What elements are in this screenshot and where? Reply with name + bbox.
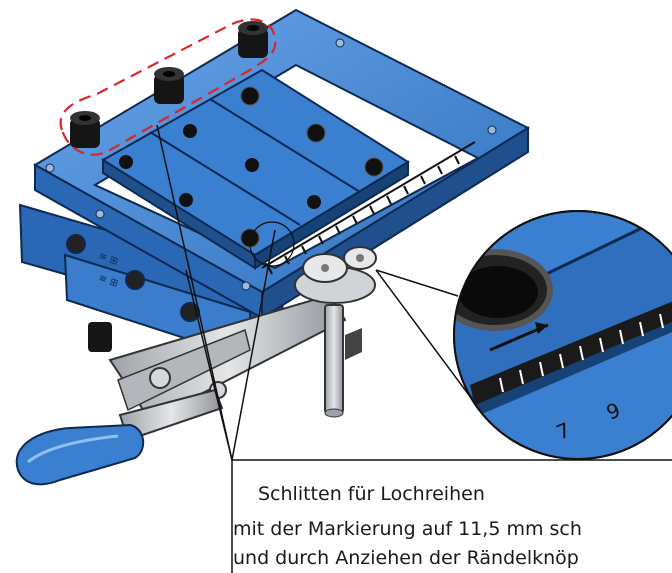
magnified-detail: 7 9 [453, 210, 672, 460]
knurled-knob-icon [294, 246, 377, 304]
caption-line-3: und durch Anziehen der Rändelknöp [233, 547, 579, 569]
toggle-clamp-icon [15, 293, 362, 486]
screws-highlight [59, 18, 277, 156]
caption-line-1: Schlitten für Lochreihen [258, 483, 485, 505]
leader-lines [156, 124, 672, 573]
caption-line-2: mit der Markierung auf 11,5 mm sch [233, 518, 582, 540]
slider-plate [101, 68, 410, 270]
